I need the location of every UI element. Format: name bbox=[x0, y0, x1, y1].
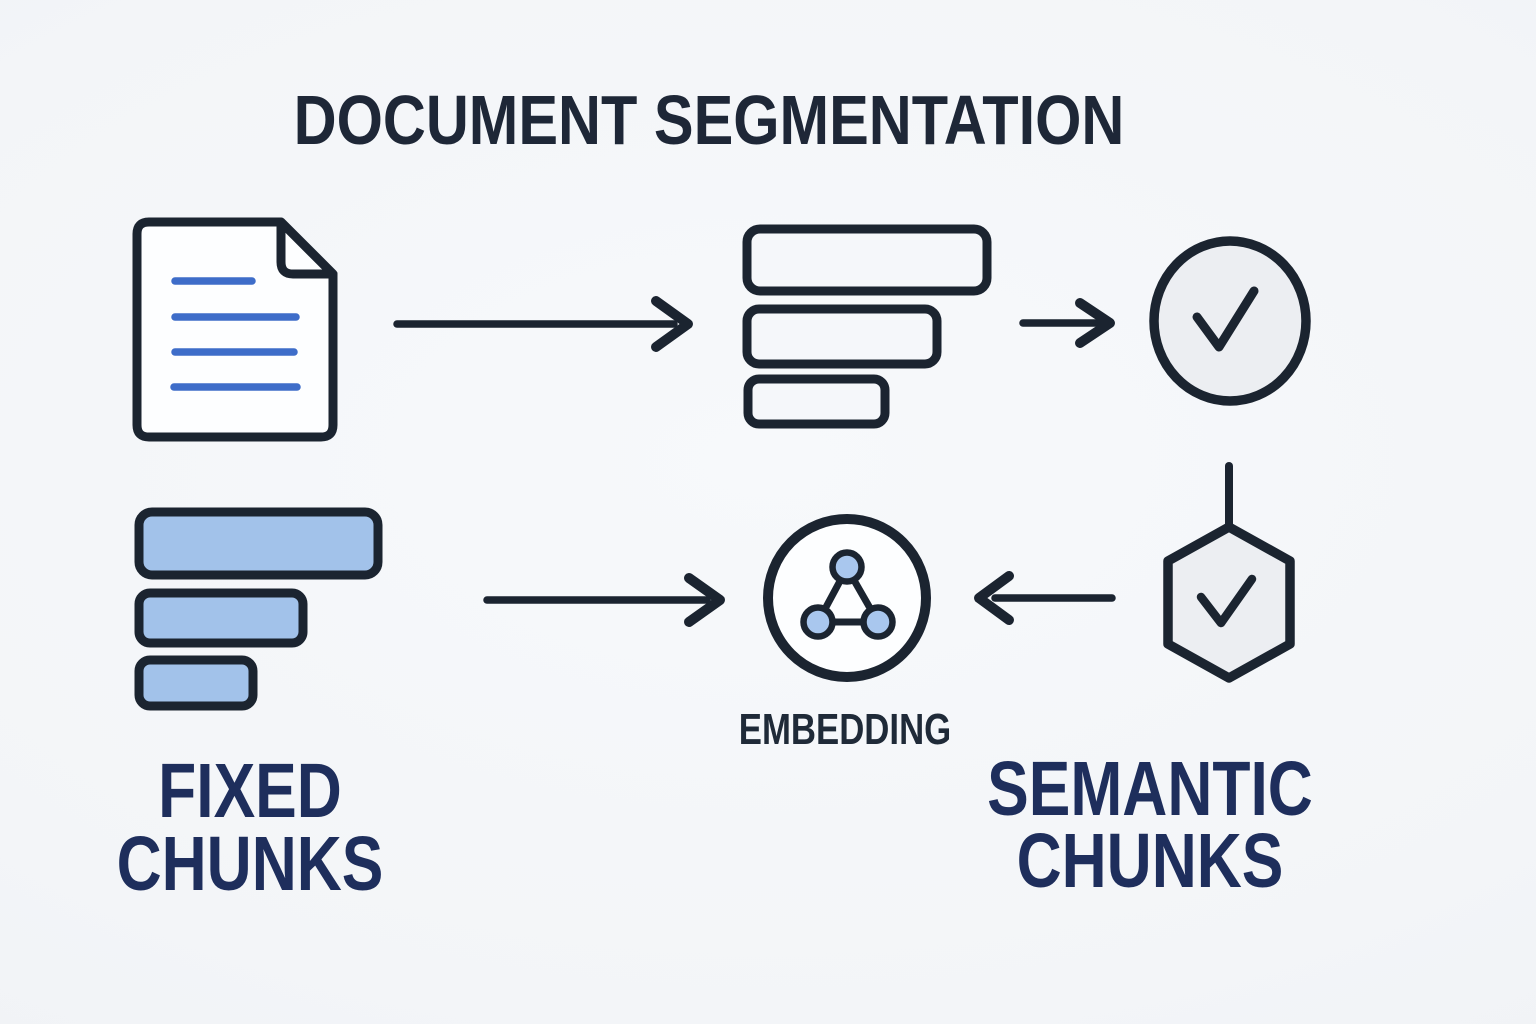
fixed-chunk-3 bbox=[134, 655, 258, 711]
chunk-outline-3 bbox=[743, 374, 890, 429]
arrow-left-icon bbox=[974, 571, 1116, 625]
check-hexagon-icon bbox=[1163, 522, 1295, 683]
arrow-right-top-icon bbox=[393, 296, 693, 352]
document-folded-corner bbox=[276, 217, 338, 279]
fixed-chunk-1 bbox=[134, 507, 383, 580]
document-text-lines bbox=[170, 277, 301, 391]
chunk-outline-1 bbox=[742, 224, 992, 296]
embedding-label: EMBEDDING bbox=[738, 705, 952, 754]
network-nodes bbox=[800, 549, 896, 640]
check-circle-icon bbox=[1149, 236, 1311, 406]
chunk-stack-outline bbox=[742, 224, 992, 429]
document-icon bbox=[132, 217, 338, 442]
fixed-chunks-label-line1: FIXED bbox=[158, 748, 342, 834]
chunk-outline-2 bbox=[742, 304, 942, 369]
arrow-right-small-icon bbox=[1019, 298, 1115, 348]
checkmark bbox=[1196, 574, 1257, 628]
semantic-chunks-label-line2: CHUNKS bbox=[1016, 818, 1284, 904]
fixed-chunk-2 bbox=[134, 588, 308, 648]
page-title: DOCUMENT SEGMENTATION bbox=[293, 81, 1125, 159]
fixed-chunk-stack bbox=[134, 507, 383, 711]
embedding-network-icon bbox=[763, 514, 931, 682]
checkmark bbox=[1192, 286, 1259, 352]
arrow-right-bottom-icon bbox=[483, 573, 725, 627]
semantic-chunks-label-line1: SEMANTIC bbox=[987, 746, 1313, 832]
fixed-chunks-label-line2: CHUNKS bbox=[116, 821, 384, 907]
